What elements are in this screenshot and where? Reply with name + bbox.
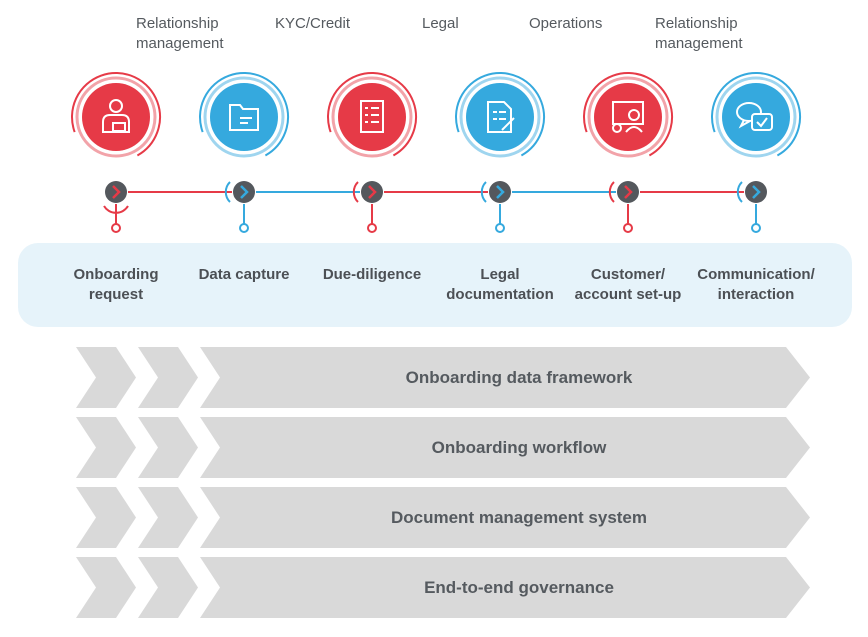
step-2-graphic bbox=[198, 72, 289, 233]
step-3-graphic bbox=[327, 72, 417, 233]
step-label-legal-documentation: Legal documentation bbox=[446, 266, 554, 303]
process-timeline bbox=[71, 71, 801, 233]
step-label-data-capture: Data capture bbox=[198, 266, 290, 283]
step-5-graphic bbox=[582, 72, 673, 233]
band-onboarding-workflow: Onboarding workflow bbox=[76, 417, 810, 478]
chat-bubbles-icon bbox=[736, 102, 773, 131]
step-6-graphic bbox=[710, 72, 801, 233]
band-chevrons bbox=[76, 557, 810, 618]
owner-label-relationship-management-2: Relationship management bbox=[655, 15, 743, 52]
owner-label-legal: Legal bbox=[422, 15, 459, 32]
step-label-customer-account-setup: Customer/ account set-up bbox=[574, 266, 682, 303]
step-label-panel bbox=[18, 243, 852, 327]
band-chevrons bbox=[76, 487, 810, 548]
band-label: Onboarding workflow bbox=[431, 437, 607, 457]
checklist-icon bbox=[360, 100, 384, 133]
businessman-icon bbox=[102, 99, 130, 133]
account-setup-icon bbox=[612, 101, 644, 133]
band-label: End-to-end governance bbox=[424, 577, 614, 597]
step-1-graphic bbox=[71, 71, 161, 233]
step-label-communication-interaction: Communication/ interaction bbox=[697, 266, 815, 303]
step-4-graphic bbox=[455, 72, 545, 233]
owner-label-kyc-credit: KYC/Credit bbox=[275, 15, 351, 32]
band-document-management-system: Document management system bbox=[76, 487, 810, 548]
step-label-due-diligence: Due-diligence bbox=[322, 266, 422, 283]
owner-label-relationship-management-1: Relationship management bbox=[136, 15, 224, 52]
step-label-onboarding-request: Onboarding request bbox=[73, 266, 159, 303]
folder-icon bbox=[229, 104, 259, 131]
band-label: Onboarding data framework bbox=[405, 367, 633, 387]
band-onboarding-data-framework: Onboarding data framework bbox=[76, 347, 810, 408]
band-chevrons bbox=[76, 417, 810, 478]
band-chevrons bbox=[76, 347, 810, 408]
band-end-to-end-governance: End-to-end governance bbox=[76, 557, 810, 618]
band-label: Document management system bbox=[390, 507, 648, 527]
signed-document-icon bbox=[487, 101, 515, 133]
owner-label-operations: Operations bbox=[529, 15, 603, 32]
